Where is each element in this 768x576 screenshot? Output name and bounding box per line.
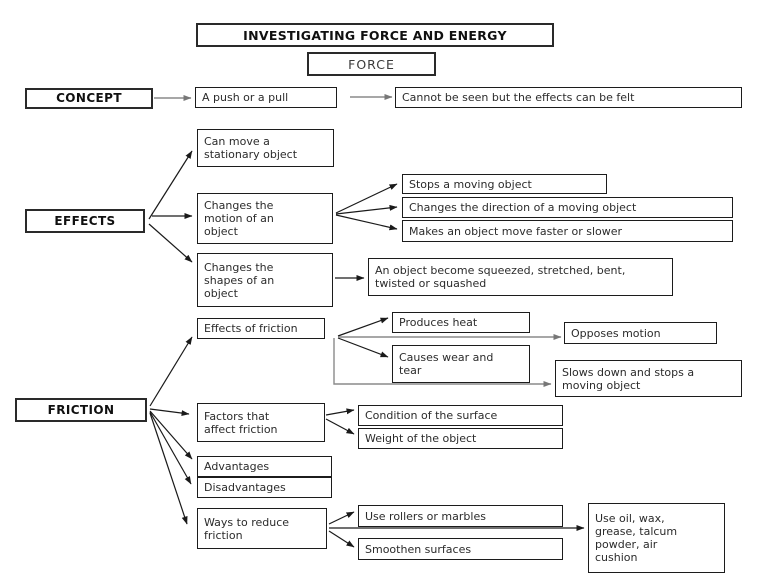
edge-motion-stops [335,183,398,214]
node-force: FORCE [307,52,436,76]
edge-efffr-heat [337,317,389,337]
node-makes-faster: Makes an object move faster or slower [402,220,733,242]
node-cannot-be-seen: Cannot be seen but the effects can be fe… [395,87,742,108]
edge-friction-effects [149,336,193,407]
node-push-pull: A push or a pull [195,87,337,108]
node-stops-moving: Stops a moving object [402,174,607,194]
edge-efffr-wear [337,337,389,358]
node-weight-object: Weight of the object [358,428,563,449]
node-concept: CONCEPT [25,88,153,109]
edge-friction-factors [149,408,190,417]
edge-effects-canmove [148,150,193,220]
node-factors: Factors that affect friction [197,403,325,442]
node-squeezed: An object become squeezed, stretched, be… [368,258,673,296]
node-can-move: Can move a stationary object [197,129,334,167]
edge-friction-disadvantages [149,411,192,485]
node-effects: EFFECTS [25,209,145,233]
node-title: INVESTIGATING FORCE AND ENERGY [196,23,554,47]
node-friction: FRICTION [15,398,147,422]
edge-ways-smoothen [328,530,355,548]
node-changes-direction: Changes the direction of a moving object [402,197,733,218]
node-effects-of-friction: Effects of friction [197,318,325,339]
edge-motion-direction [335,204,398,215]
edge-factors-condition [325,408,355,416]
node-smoothen: Smoothen surfaces [358,538,563,560]
node-ways-reduce: Ways to reduce friction [197,508,327,549]
node-advantages: Advantages [197,456,332,477]
edge-factors-weight [325,418,355,435]
node-disadvantages: Disadvantages [197,477,332,498]
node-opposes-motion: Opposes motion [564,322,717,344]
edge-ways-rollers [328,511,355,525]
node-changes-motion: Changes the motion of an object [197,193,333,244]
node-slows-down: Slows down and stops a moving object [555,360,742,397]
node-use-oil: Use oil, wax, grease, talcum powder, air… [588,503,725,573]
node-changes-shapes: Changes the shapes of an object [197,253,333,307]
node-causes-wear: Causes wear and tear [392,345,530,383]
edge-motion-faster [335,214,398,231]
edge-effects-shapes [148,223,193,263]
node-condition-surface: Condition of the surface [358,405,563,426]
edge-friction-advantages [149,410,193,460]
node-use-rollers: Use rollers or marbles [358,505,563,527]
edge-friction-ways [149,412,188,525]
node-produces-heat: Produces heat [392,312,530,333]
